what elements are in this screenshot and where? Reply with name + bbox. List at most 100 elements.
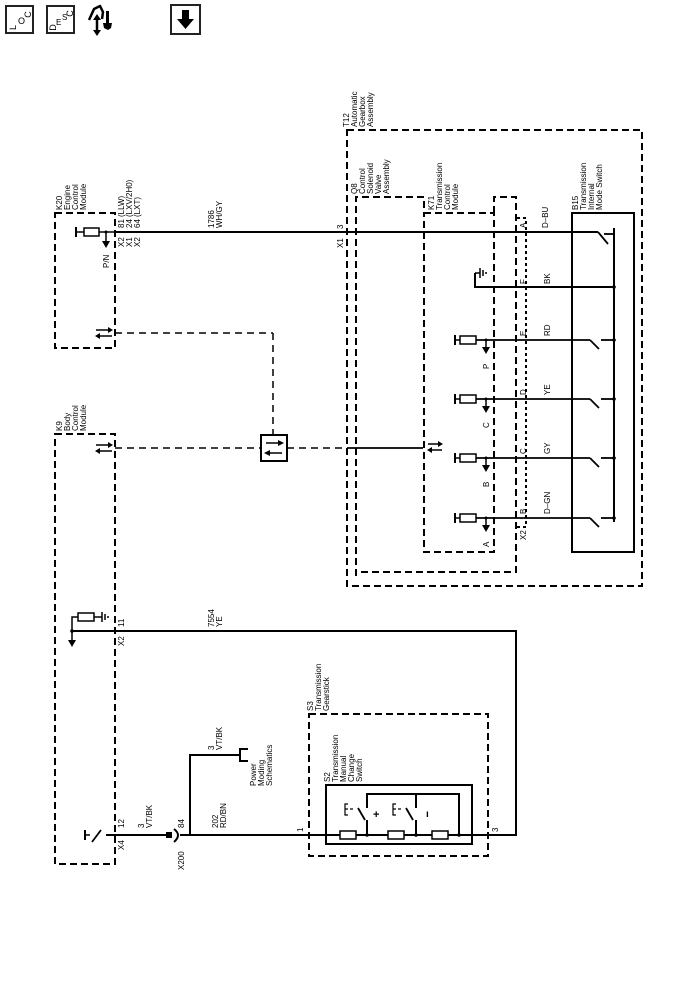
loc-letter-o: O	[18, 16, 26, 26]
pullup-resistor	[459, 453, 477, 463]
desc-button[interactable]: D E S C	[46, 5, 75, 34]
t12-line-2: Gearbox	[358, 96, 367, 127]
k20-pin-2-variant: (LXV/2H0)	[125, 179, 134, 217]
k9-line-2: Control	[71, 405, 80, 431]
b15-pin-color: YE	[543, 384, 552, 395]
switch-contact	[589, 398, 600, 409]
loc-button[interactable]: L O C	[5, 5, 34, 34]
k9-body-control-module: K9 Body Control Module	[54, 404, 116, 865]
wire-7554-circuit: 7554	[207, 609, 216, 627]
junction-dot	[612, 338, 616, 342]
b15-pin-label: E	[519, 331, 528, 336]
wire-3-up-circuit: 3	[207, 745, 216, 750]
wire-3-left-color: VT/BK	[145, 804, 154, 828]
b15-pin-color: GY	[543, 442, 552, 454]
k9-input-pullup	[68, 612, 109, 647]
k71-line-1: Transmission	[435, 163, 444, 210]
s2-boundary	[325, 784, 473, 845]
junction-dot	[612, 397, 616, 401]
s2-resistor-2	[387, 830, 405, 840]
b15-switch-row: E RD P	[454, 324, 616, 369]
download-button[interactable]	[170, 4, 201, 35]
t12-conn: X1	[336, 238, 345, 248]
k71-line-3: Module	[451, 183, 460, 210]
input-arrow-icon	[482, 465, 490, 472]
k9-serial-data-icon	[95, 442, 113, 454]
input-arrow-icon	[482, 347, 490, 354]
b15-line-2: Internal	[587, 183, 596, 210]
desc-letter-s: S	[62, 13, 68, 22]
s3-pin-right: 3	[491, 827, 500, 832]
b15-line-1: Transmission	[579, 163, 588, 210]
power-moding-reference[interactable]: Power Moding Schematics	[239, 745, 274, 786]
b15-pin-a-circuit: A D–BU	[519, 206, 614, 245]
k71-boundary	[423, 212, 495, 553]
t12-pin: 3	[336, 224, 345, 229]
wire-7554-color: YE	[215, 616, 224, 627]
wire-7554[interactable]: 11 X2 7554 YE	[72, 609, 517, 836]
toolbar: L O C D E S C	[0, 0, 700, 40]
s2-line-2: Manual	[339, 756, 348, 782]
s2-id: S2	[323, 772, 332, 782]
k71-line-2: Control	[443, 184, 452, 210]
b15-pin-f-color: BK	[543, 273, 552, 284]
wire-202-rdbn[interactable]: 202 RD/BN 3 VT/BK	[180, 726, 330, 836]
k20-serial-data-icon	[95, 327, 113, 339]
wire-1786-color: WH/GY	[215, 200, 224, 228]
junction-dot	[612, 516, 616, 520]
b15-pin-label: B	[519, 509, 528, 514]
wire-3-vtbk[interactable]: 12 X4 3 VT/BK	[106, 804, 172, 850]
x200-conn: X200	[177, 851, 186, 870]
s2-minus-label: ı	[426, 809, 429, 820]
k9-x4-pin: 12	[117, 819, 126, 828]
power-moding-line-3: Schematics	[265, 745, 274, 786]
k71-serial-data-icon	[427, 441, 443, 453]
k20-engine-control-module: K20 Engine Control Module P/N	[54, 183, 116, 349]
pullup-resistor	[459, 513, 477, 523]
s2-minus-switch: ı	[392, 803, 429, 835]
b15-pin-color: RD	[543, 324, 552, 336]
gateway-serial-data-icon	[260, 434, 288, 462]
s2-plus-label: +	[373, 809, 379, 821]
k9-line-1: Body	[63, 413, 72, 431]
q8-line-2: Solenoid	[366, 163, 375, 194]
k20-pin-1: 81	[117, 219, 126, 228]
b15-pin-a: A	[519, 222, 528, 228]
k9-boundary	[54, 433, 116, 865]
b15-pin-label: C	[519, 448, 528, 454]
q8-line-1: Control	[358, 168, 367, 194]
k20-signal-label: P/N	[102, 254, 111, 268]
s3-line-1: Transmission	[314, 664, 323, 711]
input-arrow-icon	[482, 525, 490, 532]
k9-id: K9	[55, 421, 64, 431]
b15-pin-color: D–GN	[543, 492, 552, 514]
q8-control-solenoid-valve-assembly: Q8 Control Solenoid Valve Assembly	[350, 159, 517, 576]
pullup-resistor	[459, 394, 477, 404]
wire-1786-circuit: 1786	[207, 210, 216, 228]
serial-data-bus[interactable]	[115, 332, 423, 449]
q8-id: Q8	[350, 183, 359, 194]
k71-input-label: P	[482, 364, 491, 369]
b15-line-3: Mode Switch	[595, 164, 604, 210]
b15-boundary	[571, 212, 635, 553]
s2-transmission-manual-change-switch: S2 Transmission Manual Change Switch +	[323, 735, 490, 845]
down-arrow-icon	[177, 10, 194, 29]
x200-pin: 84	[177, 819, 186, 828]
b15-pin-label: D	[519, 389, 528, 395]
t12-boundary	[346, 129, 643, 587]
switch-contact	[589, 457, 600, 468]
k20-pin-1-variant: (LLW)	[117, 195, 126, 217]
wire-3-left-circuit: 3	[137, 823, 146, 828]
k20-line-2: Control	[71, 184, 80, 210]
k20-line-1: Engine	[63, 185, 72, 210]
k20-id: K20	[55, 195, 64, 210]
q8-line-3: Valve	[374, 174, 383, 194]
s2-plus-switch: +	[344, 803, 379, 835]
s2-line-4: Switch	[355, 758, 364, 782]
b15-pin-f: F	[519, 279, 528, 284]
connector-info-button[interactable]	[86, 3, 122, 37]
